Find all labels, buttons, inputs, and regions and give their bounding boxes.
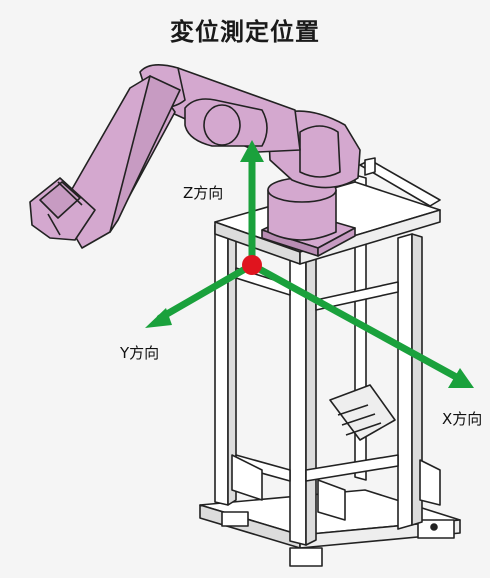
- frame-brace-mid-front: [315, 281, 399, 311]
- origin-point: [242, 255, 262, 275]
- y-axis-arrow-shaft: [156, 261, 256, 322]
- robot-shoulder-detail: [299, 125, 341, 178]
- robot-base-column: [267, 189, 337, 241]
- frame-gusset-right: [419, 459, 441, 506]
- frame-foot-left: [221, 511, 249, 527]
- robot-wrist-line-2: [47, 213, 61, 236]
- frame-foot-middle: [289, 547, 323, 567]
- frame-column-front-left: [289, 257, 307, 546]
- robot-wrist-line-1: [57, 181, 83, 206]
- robot-wrist-face: [39, 181, 81, 219]
- x-axis-arrowhead: [448, 368, 474, 388]
- robot-forearm-side: [109, 75, 181, 233]
- frame-column-front-right-side: [411, 233, 423, 526]
- frame-top-plate-right-edge: [299, 209, 441, 265]
- frame-column-front-right: [397, 233, 413, 530]
- z-axis-label: Z方向: [183, 184, 224, 202]
- frame-gusset-left: [231, 454, 263, 501]
- frame-inner-rung-2: [341, 413, 376, 426]
- axis-arrowheads: [145, 140, 474, 388]
- diagram-title: 変位測定位置: [170, 18, 320, 46]
- robot-elbow-joint-cap: [203, 104, 241, 146]
- z-axis-arrowhead: [240, 140, 264, 162]
- x-axis-arrow-shaft: [248, 261, 462, 382]
- frame-column-back-left: [214, 224, 229, 506]
- frame-gusset-middle: [317, 479, 346, 521]
- robot-mount-plate-edge-right: [317, 227, 356, 257]
- frame-brace-lower-front: [305, 454, 399, 482]
- y-axis-label: Y方向: [120, 344, 160, 362]
- frame-inner-rung-3: [345, 422, 382, 436]
- frame-inner-rung-1: [337, 404, 369, 416]
- y-axis-arrowhead: [145, 308, 172, 328]
- frame-top-rail-back: [364, 157, 376, 176]
- robot-arm: [29, 64, 361, 257]
- x-axis-label: X方向: [442, 410, 483, 428]
- axis-arrows: [156, 156, 462, 382]
- frame-inner-bracket: [329, 384, 396, 441]
- frame-foot-bolt: [430, 523, 438, 531]
